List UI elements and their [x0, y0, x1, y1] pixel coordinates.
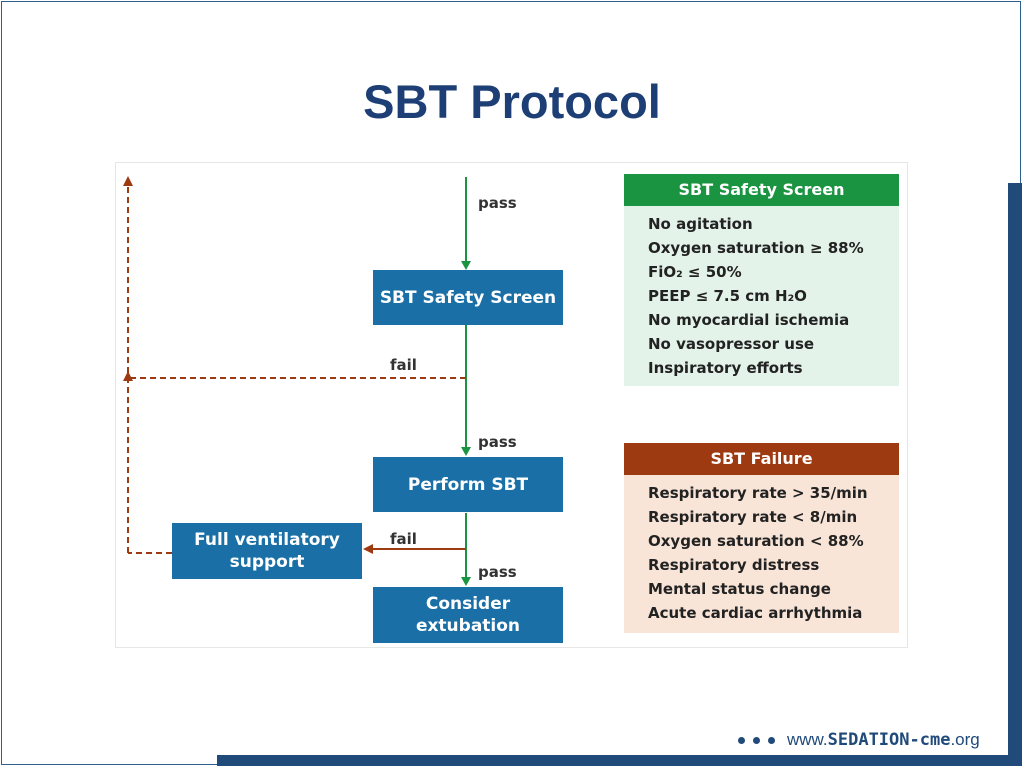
perform-sbt-box-label: Perform SBT	[407, 474, 529, 495]
list-item: Oxygen saturation < 88%	[648, 532, 864, 550]
pass-label-bottom: pass	[478, 563, 517, 581]
list-item: FiO₂ ≤ 50%	[648, 263, 742, 281]
footer-dot-icon	[753, 736, 760, 744]
full-ventilatory-support-box: Full ventilatory support	[172, 523, 362, 579]
footer-url-prefix: www.	[787, 730, 828, 749]
list-item: No vasopressor use	[648, 335, 815, 353]
flow-connectors	[123, 176, 471, 586]
consider-line-2: extubation	[415, 616, 521, 636]
sbt-protocol-figure: pass SBT Safety Screen fail pass Perform…	[115, 162, 908, 648]
list-item: Respiratory rate < 8/min	[648, 508, 858, 526]
fail-label-sbt: fail	[390, 530, 417, 548]
return-arrowhead-top	[123, 176, 133, 186]
sbt-safety-screen-box: SBT Safety Screen	[373, 270, 563, 325]
list-item: No myocardial ischemia	[648, 311, 850, 329]
footer-url-suffix: .org	[950, 730, 980, 749]
list-item: Inspiratory efforts	[648, 359, 803, 377]
perform-sbt-box: Perform SBT	[373, 457, 563, 512]
list-item: Oxygen saturation ≥ 88%	[648, 239, 864, 257]
list-item: Respiratory distress	[648, 556, 820, 574]
consider-line-1: Consider	[425, 594, 511, 614]
pass-label-top: pass	[478, 194, 517, 212]
right-accent-band	[1008, 183, 1022, 766]
sbt-safety-screen-box-label: SBT Safety Screen	[379, 287, 557, 308]
footer-url: www.SEDATION-cme.org	[738, 728, 980, 752]
list-item: No agitation	[648, 215, 753, 233]
sbt-failure-criteria: Respiratory rate > 35/min Respiratory ra…	[624, 475, 899, 625]
safety-screen-panel-title: SBT Safety Screen	[624, 174, 899, 206]
pass-label-mid: pass	[478, 433, 517, 451]
consider-extubation-box: Consider extubation	[373, 587, 563, 643]
full-support-line-1: Full ventilatory	[194, 530, 340, 550]
sbt-failure-panel: SBT Failure Respiratory rate > 35/min Re…	[624, 443, 899, 633]
return-arrowhead-mid	[123, 371, 133, 381]
slide-title: SBT Protocol	[363, 75, 661, 128]
footer-dot-icon	[738, 736, 745, 744]
list-item: PEEP ≤ 7.5 cm H₂O	[648, 287, 807, 305]
pass-arrowhead-sbt-to-extubation	[461, 577, 471, 586]
sbt-failure-panel-title: SBT Failure	[624, 443, 899, 475]
pass-arrowhead-into-screen	[461, 261, 471, 270]
list-item: Mental status change	[648, 580, 831, 598]
fail-arrowhead-sbt-to-support	[363, 544, 373, 554]
fail-label-screen: fail	[390, 356, 417, 374]
full-support-line-2: support	[229, 552, 305, 572]
footer-url-brand: SEDATION-cme	[827, 730, 951, 750]
footer-dot-icon	[768, 736, 775, 744]
pass-arrowhead-screen-to-sbt	[461, 447, 471, 456]
bottom-accent-band	[217, 755, 1022, 766]
safety-screen-criteria: No agitation Oxygen saturation ≥ 88% FiO…	[624, 206, 899, 380]
safety-screen-panel: SBT Safety Screen No agitation Oxygen sa…	[624, 174, 899, 386]
list-item: Respiratory rate > 35/min	[648, 484, 868, 502]
list-item: Acute cardiac arrhythmia	[648, 604, 863, 622]
